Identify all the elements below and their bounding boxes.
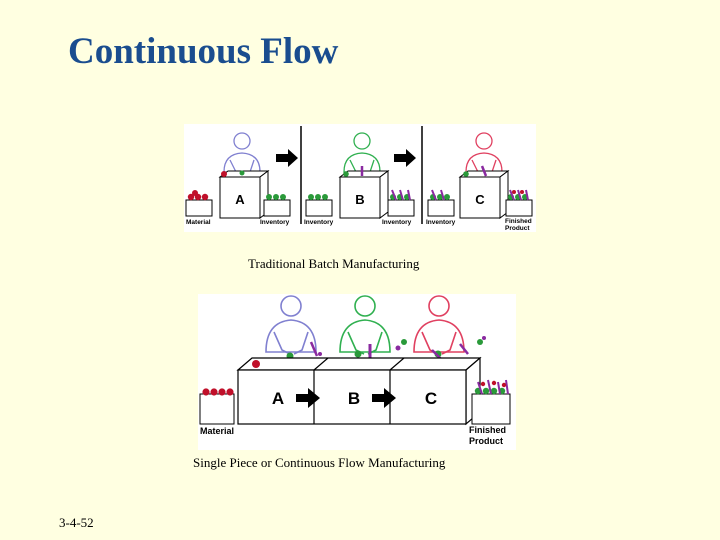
inventory-label: Inventory <box>260 219 290 226</box>
finished-label: Finished <box>469 425 506 435</box>
box-c <box>458 170 510 219</box>
part-icon <box>463 171 469 177</box>
product-label: Product <box>469 436 503 446</box>
material-label: Material <box>186 219 211 226</box>
part-icon <box>221 171 227 177</box>
station-label-a: A <box>235 192 245 207</box>
slide-number: 3-4-52 <box>59 515 94 530</box>
flow-arrow <box>296 388 320 408</box>
part-icon <box>239 170 245 176</box>
station-label-a: A <box>272 389 284 408</box>
station-label-b: B <box>348 389 360 408</box>
worker-b <box>339 295 391 355</box>
station-label-c: C <box>475 192 485 207</box>
inventory-bin <box>427 189 455 217</box>
flow-caption: Single Piece or Continuous Flow Manufact… <box>193 455 446 470</box>
part-icon <box>480 165 488 177</box>
material-bin <box>199 388 235 425</box>
part-icon <box>482 336 486 340</box>
slide-title: Continuous Flow <box>68 31 339 72</box>
material-label: Material <box>200 426 234 436</box>
part-icon <box>252 360 260 368</box>
batch-diagram: A Material Inventory <box>184 124 536 232</box>
inventory-bin <box>387 189 415 217</box>
part-icon <box>395 345 401 351</box>
station-label-b: B <box>355 192 364 207</box>
flow-arrow <box>372 388 396 408</box>
flow-arrow <box>276 149 298 167</box>
station-label-c: C <box>425 389 437 408</box>
part-icon <box>401 339 407 345</box>
inventory-bin <box>305 194 333 217</box>
part-icon <box>354 350 362 358</box>
flow-diagram: A B C Material Fi <box>198 294 516 450</box>
finished-product-bin <box>471 379 511 425</box>
workbench <box>236 356 482 426</box>
batch-diagram-svg: A Material Inventory <box>185 126 533 232</box>
inventory-bin <box>263 194 291 217</box>
material-bin <box>185 190 213 217</box>
part-icon <box>343 171 349 177</box>
box-b <box>338 170 390 219</box>
flow-diagram-svg: A B C Material Fi <box>199 295 511 446</box>
worker-c <box>413 295 465 355</box>
part-icon <box>318 352 322 356</box>
batch-caption: Traditional Batch Manufacturing <box>248 256 420 271</box>
product-label: Product <box>505 225 530 232</box>
worker-a <box>223 132 261 175</box>
inventory-label: Inventory <box>382 219 412 226</box>
part-icon <box>459 343 469 355</box>
part-icon <box>309 341 319 357</box>
worker-a <box>265 295 317 355</box>
flow-arrow <box>394 149 416 167</box>
finished-label: Finished <box>505 218 532 225</box>
inventory-label: Inventory <box>426 219 456 226</box>
finished-product-bin <box>505 189 533 217</box>
inventory-label: Inventory <box>304 219 334 226</box>
part-icon <box>477 339 483 345</box>
